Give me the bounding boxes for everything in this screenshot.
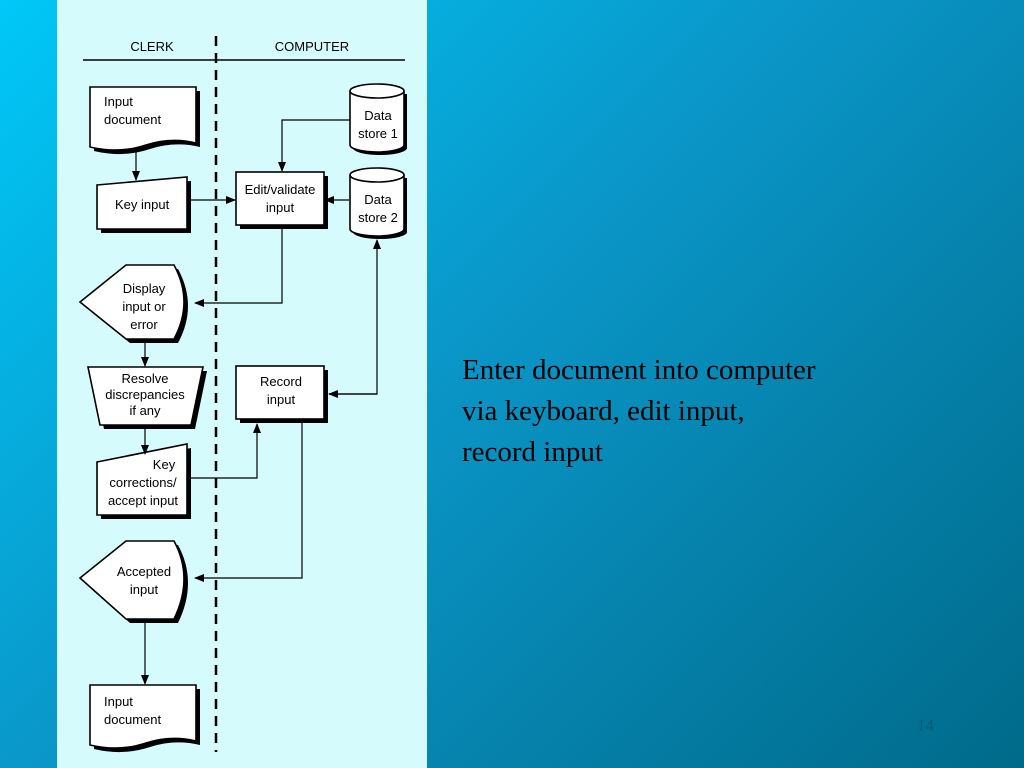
caption-line: Enter document into computer [462, 354, 816, 386]
edit-validate-label-line: Edit/validate [245, 182, 316, 197]
input-document-top-label-line: document [104, 112, 161, 127]
slide-caption: Enter document into computer via keyboar… [462, 350, 902, 473]
input-document-bottom-label-line: Input [104, 694, 133, 709]
accepted-input-label-line: Accepted [117, 564, 171, 579]
resolve-discrepancies-label-line: if any [129, 403, 161, 418]
key-corrections-label-line: Key [153, 457, 176, 472]
data-store-1-label-line: store 1 [358, 126, 398, 141]
page-number: 14 [917, 716, 934, 735]
flow-connectors [132, 119, 381, 685]
data-store-1-label: Data store 1 [358, 108, 398, 141]
key-corrections-label-line: accept input [108, 493, 178, 508]
input-document-bottom-label: Input document [104, 694, 161, 727]
input-document-bottom-label-line: document [104, 712, 161, 727]
record-input-node: Record input [235, 365, 328, 423]
caption-line: via keyboard, edit input, [462, 395, 745, 427]
key-input-label-line: Key input [115, 197, 170, 212]
display-input-error-node: Display input or error [78, 264, 188, 343]
record-input-label-line: Record [260, 374, 302, 389]
display-input-error-label-line: input or [122, 299, 166, 314]
resolve-discrepancies-label-line: discrepancies [105, 387, 185, 402]
column-header-computer: COMPUTER [275, 39, 349, 54]
data-store-2-node: Data store 2 [349, 167, 407, 239]
display-input-error-label: Display input or error [122, 281, 166, 332]
data-store-1-label-line: Data [364, 108, 392, 123]
data-store-1-node: Data store 1 [349, 83, 407, 155]
flowchart-panel: CLERK COMPUTER Input document Key input E… [57, 0, 427, 768]
key-corrections-label: Key corrections/accept input [108, 457, 178, 508]
key-corrections-label-line: corrections/ [109, 475, 177, 490]
column-header-clerk: CLERK [130, 39, 174, 54]
edit-validate-label-line: input [266, 200, 295, 215]
data-store-2-label-line: store 2 [358, 210, 398, 225]
data-store-2-label: Data store 2 [358, 192, 398, 225]
resolve-discrepancies-label-line: Resolve [122, 371, 169, 386]
edit-validate-node: Edit/validate input [235, 171, 328, 229]
caption-line: record input [462, 436, 603, 468]
display-input-error-label-line: Display [123, 281, 166, 296]
accepted-input-label-line: input [130, 582, 159, 597]
record-input-label-line: input [267, 392, 296, 407]
accepted-input-node: Accepted input [78, 540, 188, 623]
key-input-label: Key input [115, 197, 170, 212]
key-corrections-node: Key corrections/accept input [96, 443, 191, 519]
input-document-bottom-node: Input document [89, 684, 200, 753]
input-document-top-label-line: Input [104, 94, 133, 109]
input-document-top-node: Input document [89, 86, 200, 155]
record-input-label: Record input [260, 374, 302, 407]
display-input-error-label-line: error [130, 317, 158, 332]
input-document-top-label: Input document [104, 94, 161, 127]
edit-validate-label: Edit/validate input [245, 182, 316, 215]
data-store-2-label-line: Data [364, 192, 392, 207]
flowchart: CLERK COMPUTER Input document Key input E… [78, 36, 407, 753]
key-input-node: Key input [96, 176, 191, 233]
accepted-input-label: Accepted input [117, 564, 171, 597]
